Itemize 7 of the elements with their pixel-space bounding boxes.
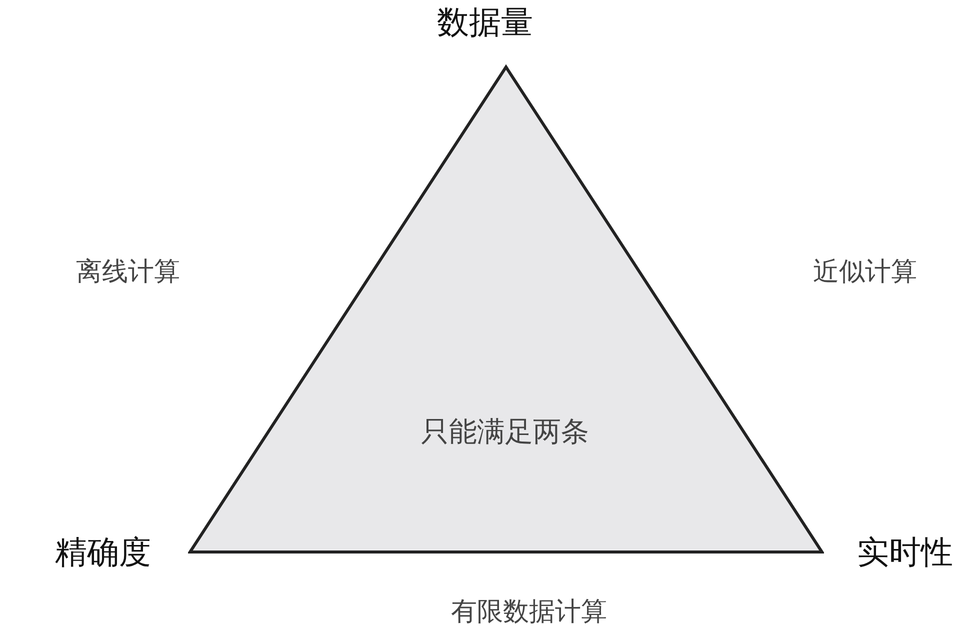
vertex-label: 实时性 [857, 536, 953, 568]
side-label: 近似计算 [813, 259, 917, 285]
triangle-text: 只能满足两条 [421, 418, 589, 446]
vertex-label: 精确度 [55, 536, 151, 568]
side-label: 有限数据计算 [451, 599, 607, 625]
vertex-label: 数据量 [437, 6, 533, 38]
side-label: 离线计算 [76, 259, 180, 285]
